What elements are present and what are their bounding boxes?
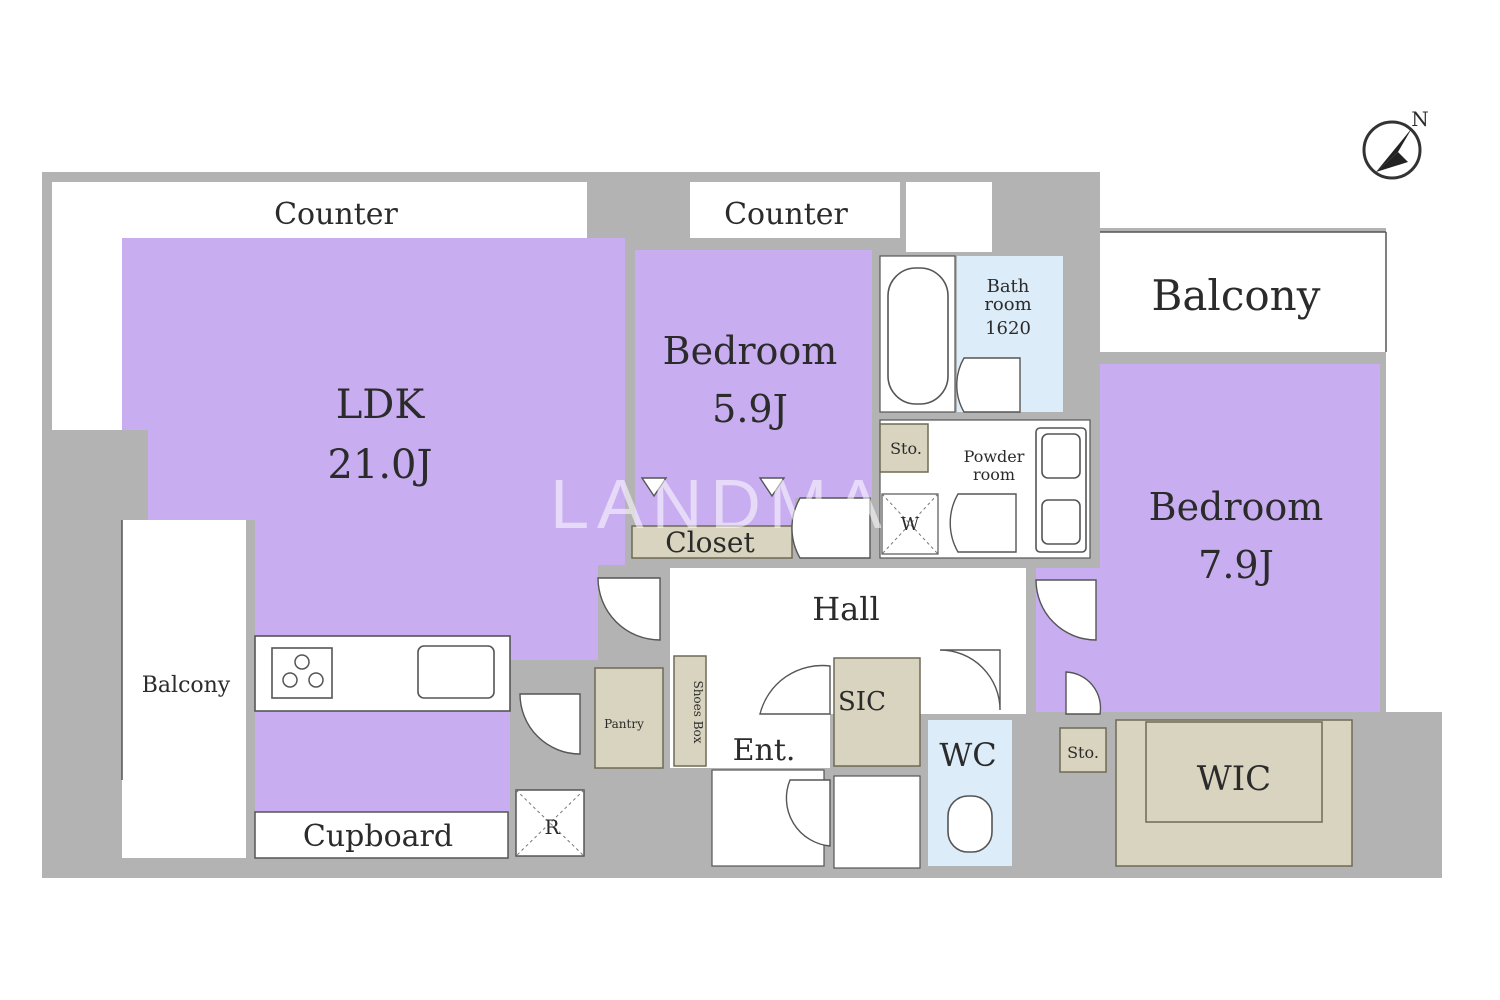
bedroom-2-name: Bedroom: [1149, 485, 1324, 529]
watermark: LANDMA: [550, 465, 890, 543]
refrigerator-label: R: [544, 815, 560, 839]
storage-upper: [879, 423, 929, 473]
ldk-size: 21.0J: [327, 442, 432, 488]
washer-label: W: [901, 514, 920, 535]
bathtub-icon: [887, 267, 949, 405]
counter-right-area: [690, 182, 900, 238]
toilet-icon: [947, 795, 993, 853]
wc-label: WC: [939, 736, 996, 774]
hall-label: Hall: [812, 590, 879, 628]
shaft-void: [906, 182, 992, 252]
counter-left-side: [52, 238, 122, 430]
closet-label: Closet: [665, 526, 755, 559]
entrance-storage: [833, 775, 921, 869]
balcony-left-label: Balcony: [142, 673, 231, 698]
powder-line1: Powder: [964, 447, 1025, 466]
storage-lower-label: Sto.: [1067, 743, 1099, 762]
bedroom-1: [635, 250, 872, 498]
pantry: [594, 667, 664, 769]
sic: [833, 657, 921, 767]
balcony-right-label: Balcony: [1152, 271, 1321, 320]
bathroom-line1: Bath: [987, 276, 1030, 297]
cupboard: [254, 811, 509, 859]
wic-inner: [1145, 721, 1323, 823]
bedroom-1-name: Bedroom: [663, 329, 838, 373]
north-label: N: [1411, 107, 1429, 131]
pantry-label: Pantry: [604, 717, 644, 731]
bedroom-1-size: 5.9J: [712, 387, 788, 431]
sic-label: SIC: [838, 687, 886, 717]
labels: Counter Counter LDK 21.0J Bedroom 5.9J C…: [142, 107, 1429, 854]
doors: [519, 357, 1102, 847]
powder-line2: room: [973, 465, 1015, 484]
counter-right-label: Counter: [724, 197, 848, 232]
bathroom-line2: room: [984, 294, 1031, 315]
north-compass-icon: [1362, 120, 1422, 180]
storage-lower: [1059, 727, 1107, 773]
stove-icon: [271, 647, 333, 699]
ldk-name: LDK: [336, 382, 426, 428]
entrance-label: Ent.: [733, 733, 796, 768]
bathroom-line3: 1620: [985, 318, 1031, 339]
balcony-right-area: [1100, 232, 1386, 352]
bedroom-1-lower: [635, 498, 795, 528]
sink-icon: [417, 645, 495, 699]
cupboard-label: Cupboard: [303, 819, 453, 854]
bedroom-2: [1036, 364, 1380, 712]
storage-upper-label: Sto.: [890, 439, 922, 458]
counter-left-area: [52, 182, 587, 238]
wic-label: WIC: [1197, 759, 1271, 799]
counter-left-label: Counter: [274, 197, 398, 232]
balcony-left-area: [122, 520, 246, 858]
bedroom-2-size: 7.9J: [1198, 543, 1274, 587]
shoes-box-label: Shoes Box: [691, 680, 705, 743]
shoes-box: [673, 655, 707, 767]
closet: [631, 525, 793, 559]
